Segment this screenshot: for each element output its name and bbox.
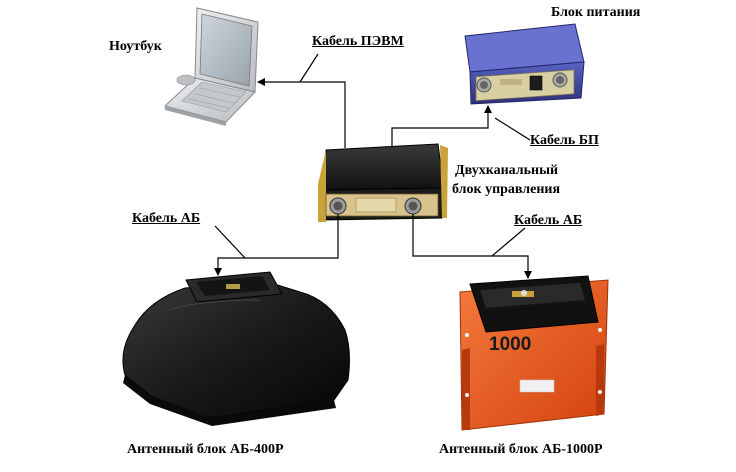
pc-cable-leader [300, 54, 318, 82]
ab-cable-left-leader [215, 226, 245, 258]
power-cable-line [392, 106, 488, 148]
power-cable-leader [495, 118, 530, 140]
pc-cable-label: Кабель ПЭВМ [312, 33, 404, 50]
laptop-illustration [165, 8, 258, 126]
ab-cable-left-line [218, 214, 338, 275]
antenna-ab1000-print: 1000 [489, 334, 531, 355]
antenna-ab400-illustration [123, 272, 349, 426]
antenna-ab1000-label: Антенный блок АБ-1000Р [439, 441, 603, 458]
control-unit-illustration [318, 144, 448, 222]
control-unit-label-line2: блок управления [452, 181, 560, 198]
power-unit-illustration [465, 24, 584, 104]
antenna-ab1000-illustration: 1000 [460, 276, 608, 430]
control-unit-label-line1: Двухканальный [455, 162, 558, 179]
ab-cable-right-label: Кабель АБ [514, 212, 582, 229]
antenna-ab400-label: Антенный блок АБ-400Р [127, 441, 284, 458]
power-cable-label: Кабель БП [530, 132, 599, 149]
ab-cable-right-line [413, 214, 528, 278]
ab-cable-left-label: Кабель АБ [132, 210, 200, 227]
pc-cable-line [258, 82, 345, 148]
power-unit-label: Блок питания [551, 4, 640, 21]
ab-cable-right-leader [492, 228, 525, 256]
laptop-label: Ноутбук [109, 38, 162, 55]
